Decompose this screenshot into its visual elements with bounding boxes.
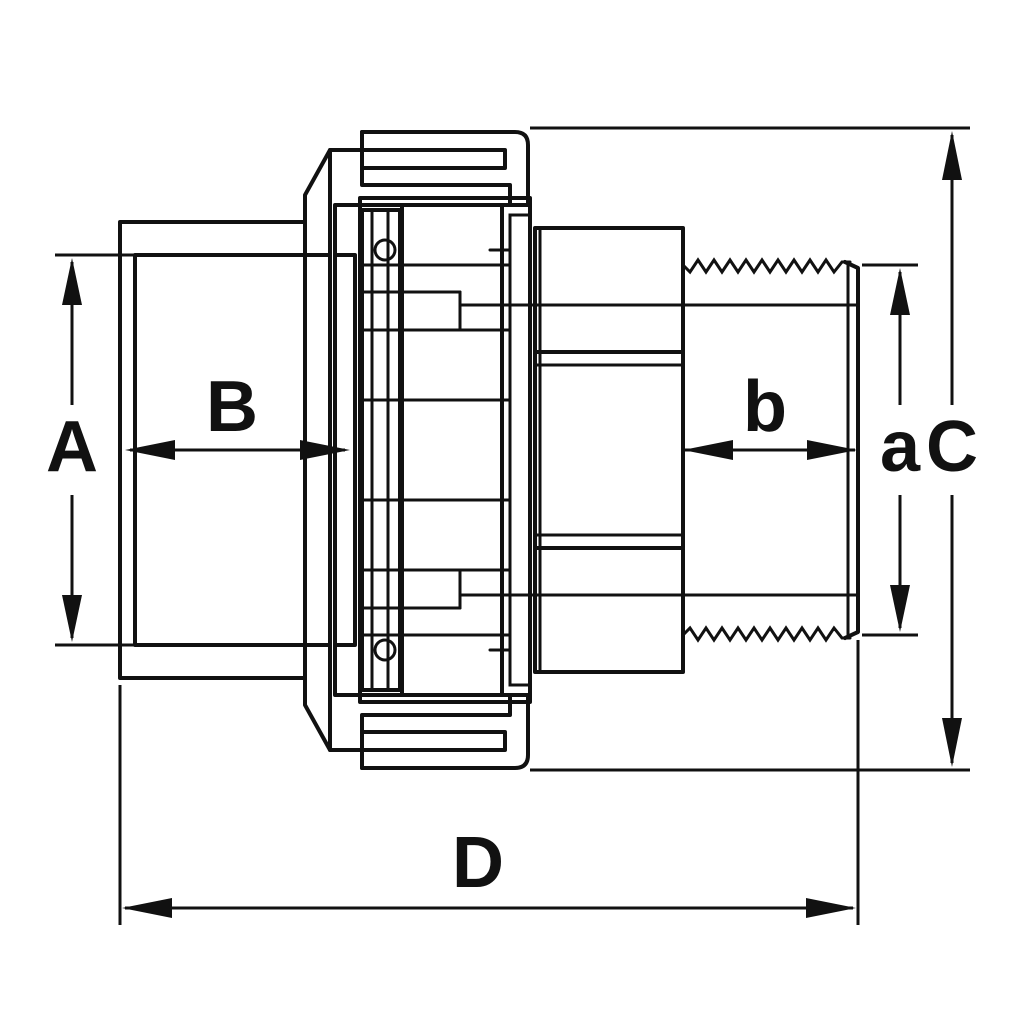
label-b: b — [743, 367, 787, 447]
dimension-D — [118, 640, 860, 925]
dimension-A — [55, 253, 135, 647]
dimension-a — [862, 263, 918, 637]
hex-body — [533, 226, 685, 674]
label-D: D — [452, 823, 504, 903]
label-C: C — [926, 407, 978, 487]
label-A: A — [46, 407, 98, 487]
dimension-C — [530, 126, 970, 772]
inner-insert — [360, 203, 532, 697]
label-B: B — [206, 367, 258, 447]
dimension-b — [683, 440, 857, 460]
label-a: a — [880, 407, 921, 487]
dimension-B — [125, 440, 350, 460]
